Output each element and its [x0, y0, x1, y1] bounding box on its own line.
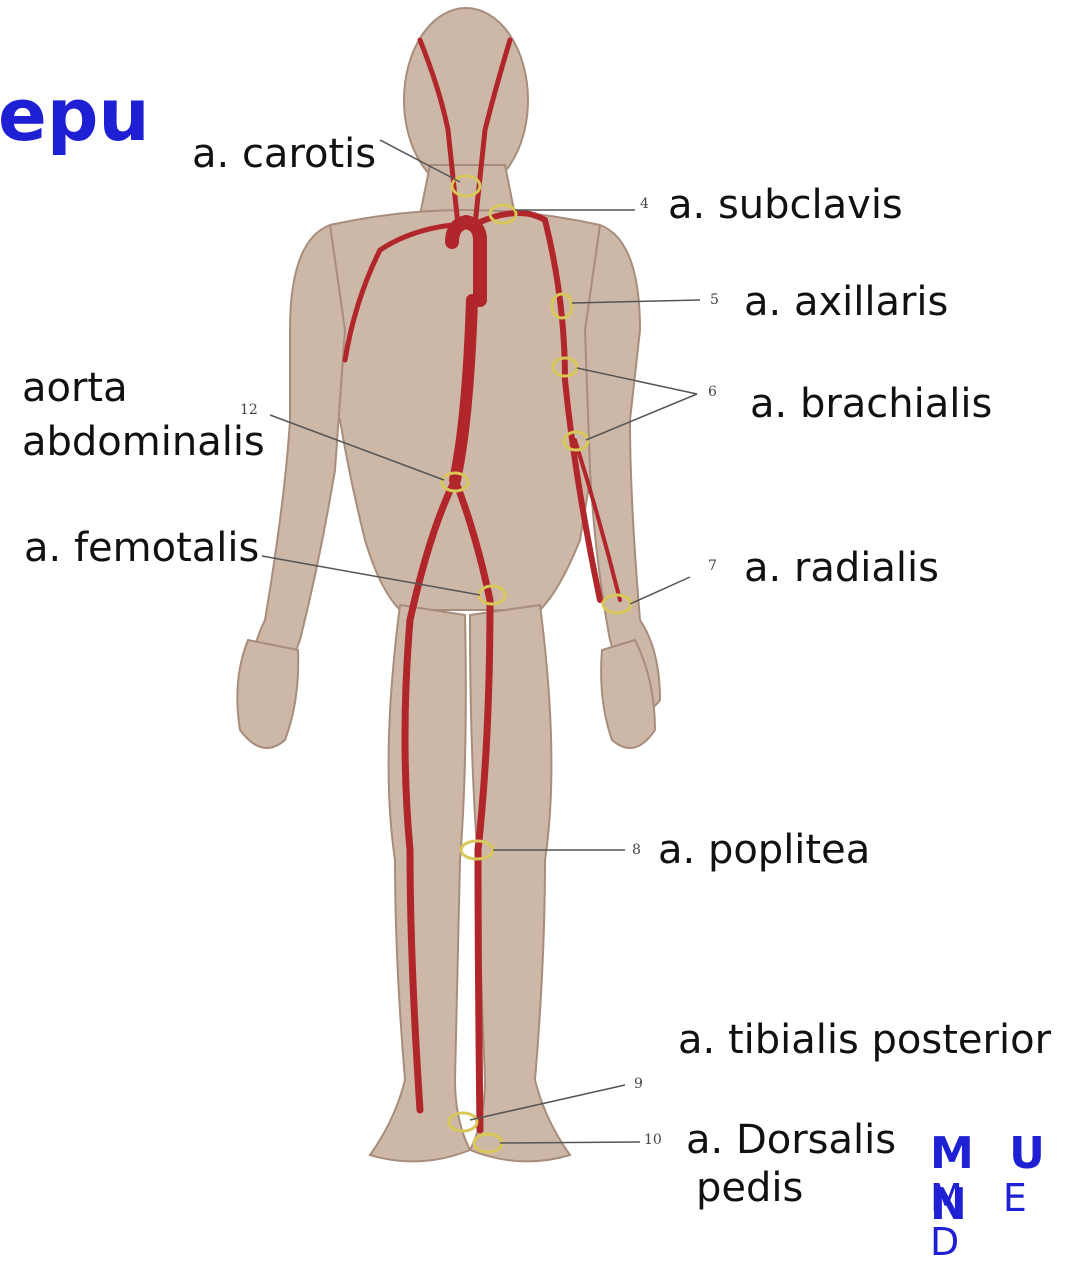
label-axillaris: a. axillaris — [744, 280, 948, 324]
label-pedis: pedis — [696, 1166, 803, 1210]
label-radialis: a. radialis — [744, 546, 939, 590]
number-subclavis: 4 — [640, 196, 649, 212]
anatomy-diagram: epu — [0, 0, 1082, 1212]
number-radialis: 7 — [708, 558, 717, 574]
number-aorta: 12 — [240, 402, 258, 418]
label-femotalis: a. femotalis — [24, 526, 259, 570]
label-subclavis: a. subclavis — [668, 183, 903, 227]
number-dorsalis: 10 — [644, 1132, 662, 1148]
number-axillaris: 5 — [710, 292, 719, 308]
number-tibialis: 9 — [634, 1076, 643, 1092]
label-dorsalis: a. Dorsalis — [686, 1118, 896, 1162]
label-abdominalis: abdominalis — [22, 420, 265, 464]
label-poplitea: a. poplitea — [658, 828, 870, 872]
label-carotis: a. carotis — [192, 132, 376, 176]
logo-muni-bottom: M E D — [930, 1176, 1082, 1264]
label-brachialis: a. brachialis — [750, 382, 992, 426]
label-aorta: aorta — [22, 366, 128, 410]
number-brachialis: 6 — [708, 384, 717, 400]
number-poplitea: 8 — [632, 842, 641, 858]
label-tibialis: a. tibialis posterior — [678, 1018, 1051, 1062]
